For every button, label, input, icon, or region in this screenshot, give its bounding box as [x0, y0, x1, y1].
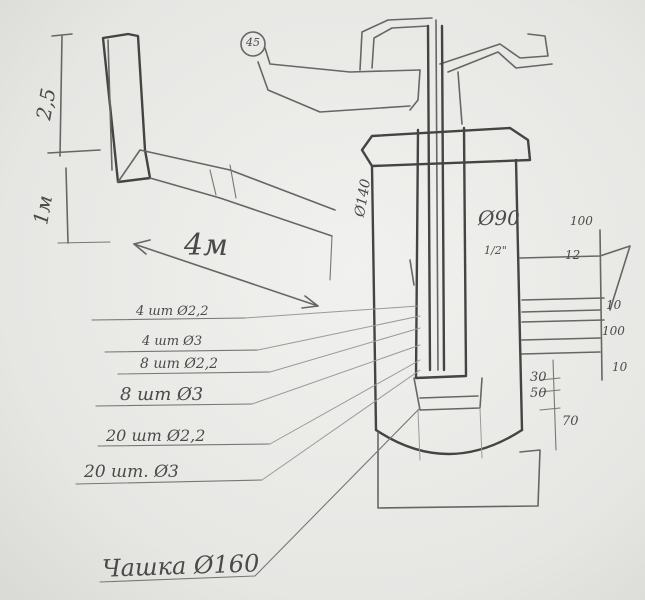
inner-chamber: [409, 126, 483, 461]
length-arrow: [133, 239, 319, 309]
hole-callouts: [75, 305, 421, 485]
pipe-length-label: 4м: [184, 228, 228, 263]
height-dimension: [47, 33, 111, 244]
dim-10-a: 10: [606, 298, 622, 312]
burner-leader: [99, 407, 421, 583]
dim-10-b: 10: [612, 360, 628, 374]
chimney-pipe: [101, 32, 152, 184]
dim-100-top: 100: [570, 214, 593, 228]
dim-70: 70: [562, 414, 579, 429]
central-tube: [409, 19, 463, 372]
thread-label: 1/2": [484, 244, 507, 257]
stove-lid: [360, 126, 532, 168]
dim-12: 12: [565, 248, 581, 262]
hole-callout-2: 4 шт Ø3: [142, 334, 203, 349]
dim-100-b: 100: [602, 324, 625, 338]
hole-callout-6: 20 шт. Ø3: [84, 462, 179, 482]
hole-callout-4: 8 шт Ø3: [120, 384, 204, 405]
inner-diameter-label: Ø90: [478, 206, 520, 230]
hole-callout-1: 4 шт Ø2,2: [136, 304, 209, 319]
burner-label: Чашка Ø160: [101, 549, 260, 583]
flue-pipe: [117, 149, 336, 281]
dim-30: 30: [530, 370, 547, 385]
badge-number: 45: [246, 36, 260, 49]
top-riser: [240, 17, 553, 113]
chimney-base-label: 1м: [28, 193, 58, 227]
hole-callout-5: 20 шт Ø2,2: [106, 426, 206, 445]
dim-50: 50: [530, 386, 547, 401]
right-dimensions: [519, 229, 631, 451]
outer-body: [370, 158, 541, 509]
hole-callout-3: 8 шт Ø2,2: [140, 356, 219, 372]
